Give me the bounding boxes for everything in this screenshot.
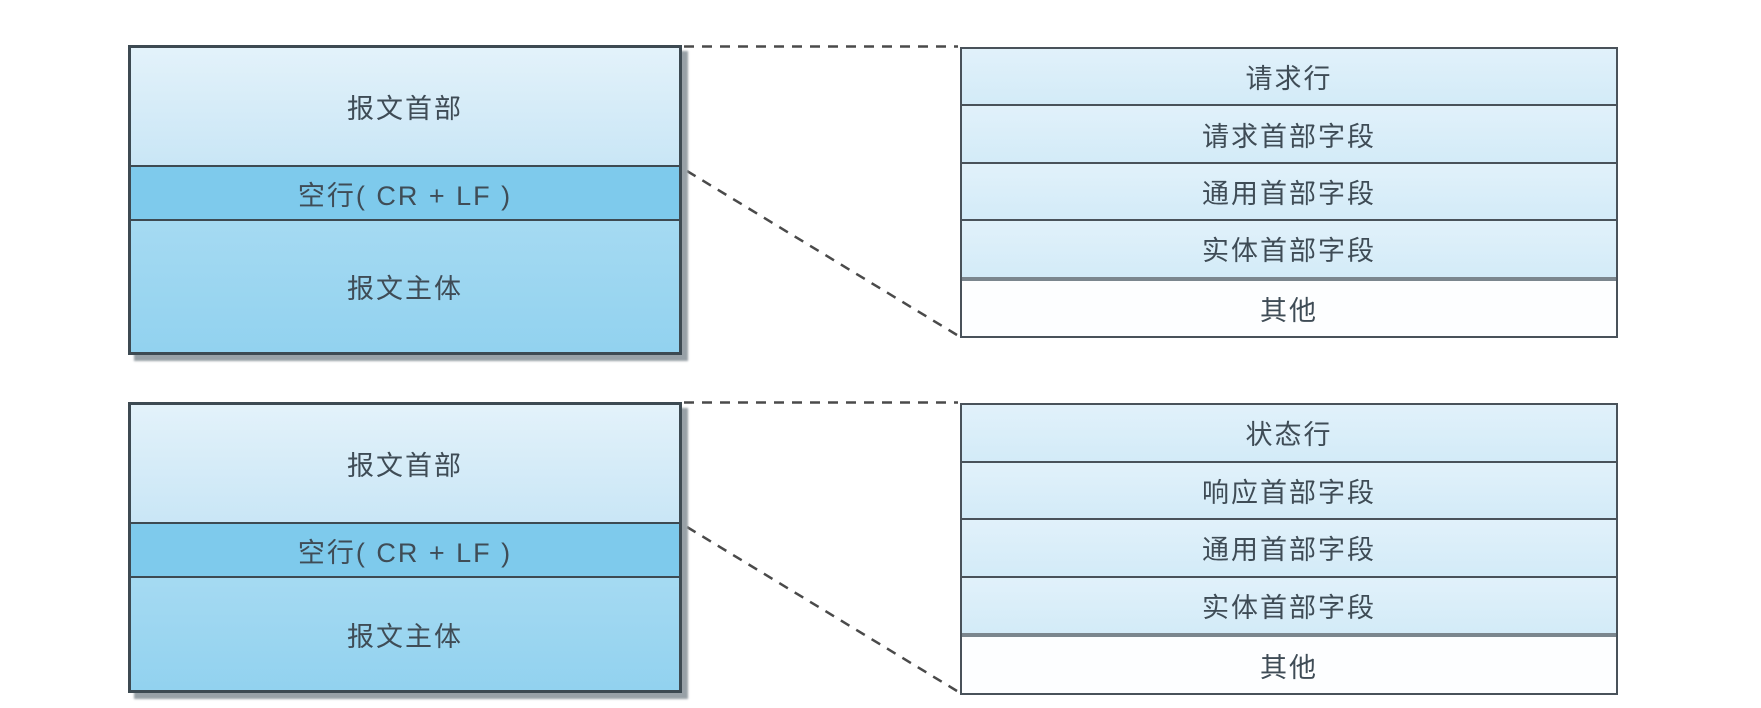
row-status-line: 状态行 (962, 405, 1616, 461)
row-other: 其他 (962, 633, 1616, 693)
row-message-body: 报文主体 (131, 221, 679, 352)
row-general-header-fields: 通用首部字段 (962, 161, 1616, 220)
row-response-header-fields: 响应首部字段 (962, 460, 1616, 519)
row-entity-header-fields: 实体首部字段 (962, 219, 1616, 277)
row-request-line: 请求行 (962, 49, 1616, 105)
row-other: 其他 (962, 276, 1616, 337)
row-blank-line: 空行( CR + LF ) (131, 522, 679, 578)
request-header-detail-box: 请求行 请求首部字段 通用首部字段 实体首部字段 其他 (960, 47, 1618, 338)
request-diagonal-dashed-line (686, 169, 958, 337)
row-message-header: 报文首部 (131, 405, 679, 522)
row-message-body: 报文主体 (131, 578, 679, 690)
response-header-detail-box: 状态行 响应首部字段 通用首部字段 实体首部字段 其他 (960, 403, 1618, 695)
row-entity-header-fields: 实体首部字段 (962, 575, 1616, 634)
row-blank-line: 空行( CR + LF ) (131, 165, 679, 221)
row-general-header-fields: 通用首部字段 (962, 518, 1616, 576)
response-diagonal-dashed-line (686, 525, 958, 693)
row-message-header: 报文首部 (131, 48, 679, 165)
row-request-header-fields: 请求首部字段 (962, 104, 1616, 162)
response-message-box: 报文首部 空行( CR + LF ) 报文主体 (128, 402, 682, 693)
request-message-box: 报文首部 空行( CR + LF ) 报文主体 (128, 45, 682, 355)
